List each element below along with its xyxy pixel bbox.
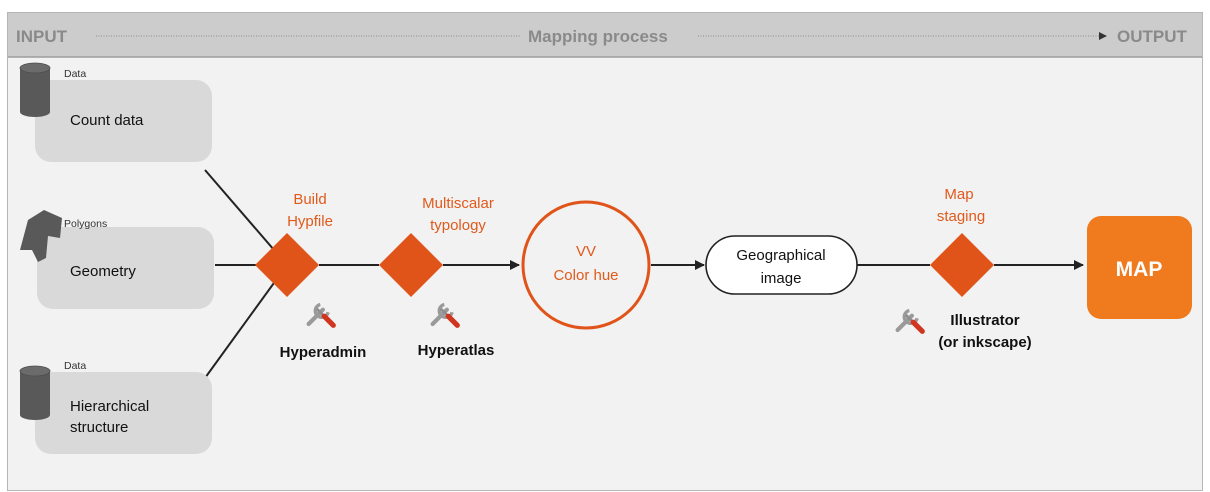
count-data-box — [35, 80, 212, 162]
header-output-label: OUTPUT — [1117, 27, 1188, 46]
color-hue-line1: VV — [576, 243, 596, 260]
hierarchy-label-line1: Hierarchical — [70, 398, 149, 415]
typology-decision-diamond — [379, 233, 443, 297]
input-hierarchical-structure: Data Hierarchical structure — [19, 360, 212, 454]
hierarchy-tag: Data — [64, 360, 86, 372]
typology-tool-label: Hyperatlas — [418, 342, 495, 359]
build-tool-label: Hyperadmin — [280, 344, 367, 361]
geometry-tag: Polygons — [64, 218, 107, 230]
typology-label-line2: typology — [430, 217, 486, 234]
geometry-label: Geometry — [70, 263, 136, 280]
map-output-label: MAP — [1116, 258, 1163, 281]
color-hue-circle — [521, 200, 651, 330]
polygon-icon — [20, 210, 62, 262]
output-map: MAP — [1087, 216, 1192, 319]
staging-tool-line1: Illustrator — [950, 312, 1019, 329]
header-bar: INPUT Mapping process OUTPUT — [8, 13, 1202, 58]
color-hue-line2: Color hue — [553, 267, 618, 284]
typology-label-line1: Multiscalar — [422, 195, 494, 212]
edge-hierarchy-to-build — [204, 264, 288, 379]
geographical-image-pill — [705, 235, 858, 295]
geo-image-line1: Geographical — [736, 247, 825, 264]
input-count-data: Data Count data — [19, 62, 212, 162]
staging-decision-diamond — [930, 233, 994, 297]
step-geographical-image: Geographical image — [705, 235, 858, 295]
step-color-hue: VV Color hue — [521, 200, 651, 330]
hierarchy-label-line2: structure — [70, 419, 128, 436]
step-build-hypfile: Build Hypfile Hyperadmin — [255, 191, 366, 361]
input-geometry: Polygons Geometry — [20, 210, 214, 309]
header-input-label: INPUT — [16, 27, 68, 46]
step-multiscalar-typology: Multiscalar typology Hyperatlas — [379, 195, 494, 359]
build-label-line1: Build — [293, 191, 326, 208]
database-icon — [19, 62, 51, 117]
build-label-line2: Hypfile — [287, 213, 333, 230]
count-data-label: Count data — [70, 112, 144, 129]
geo-image-line2: image — [761, 270, 802, 287]
staging-label-line1: Map — [944, 186, 973, 203]
count-data-tag: Data — [64, 68, 86, 80]
map-output-box — [1087, 216, 1192, 319]
header-process-label: Mapping process — [528, 27, 668, 46]
step-map-staging: Map staging Illustrator (or inkscape) — [898, 186, 1032, 351]
edges — [204, 169, 1084, 379]
build-decision-diamond — [255, 233, 319, 297]
staging-tool-line2: (or inkscape) — [938, 334, 1031, 351]
database-icon — [19, 365, 51, 420]
staging-label-line2: staging — [937, 208, 985, 225]
geometry-box — [37, 227, 214, 309]
hierarchy-box — [35, 372, 212, 454]
